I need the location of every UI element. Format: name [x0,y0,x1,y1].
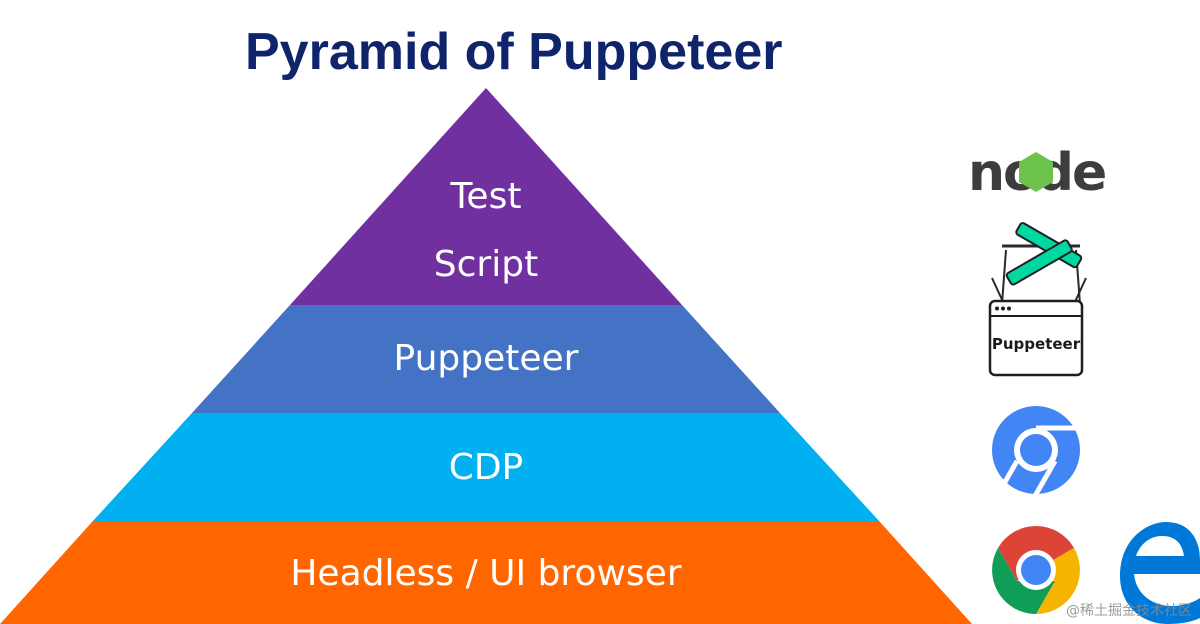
puppeteer-logo-text: Puppeteer [992,335,1081,353]
puppeteer-logo-icon: Puppeteer [988,222,1087,377]
layer-cdp [92,413,880,522]
layer-cdp-label: CDP [449,447,524,488]
layer-test-script-label-line-2: Script [434,244,538,285]
layer-puppeteer-label: Puppeteer [394,338,579,379]
layer-test-script-label-line-1: Test [450,176,522,217]
nodejs-hexagon-icon [1019,152,1053,192]
layer-test-script [290,88,682,305]
diagram-title: Pyramid of Puppeteer [245,23,783,81]
layer-headless-browser-label: Headless / UI browser [290,553,681,594]
nodejs-logo-icon: node [968,143,1107,203]
watermark-text: @稀土掘金技术社区 [1066,603,1192,619]
layer-headless-browser [0,522,972,624]
layer-puppeteer [192,305,780,413]
chrome-logo-icon [992,526,1080,614]
chromium-logo-icon [992,406,1080,498]
edge-logo-icon [1120,522,1200,624]
